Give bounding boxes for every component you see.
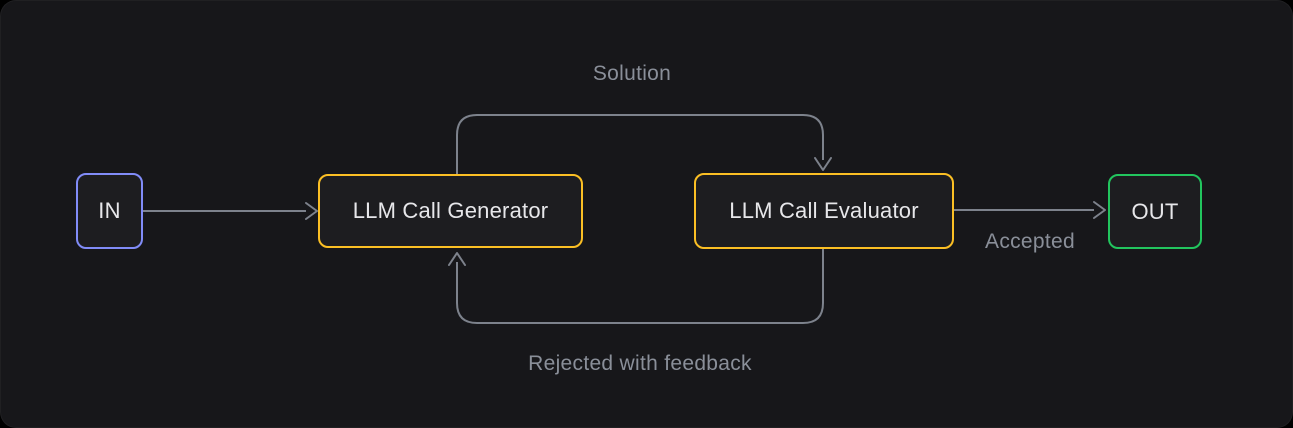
edge-label-solution: Solution: [592, 62, 672, 85]
node-evaluator-label: LLM Call Evaluator: [729, 198, 919, 223]
node-llm-call-generator: LLM Call Generator: [318, 174, 583, 248]
arrowhead-right-icon: [305, 202, 318, 220]
node-out-label: OUT: [1131, 198, 1179, 224]
edge-evaluator-to-generator: [456, 249, 824, 324]
node-in: IN: [76, 173, 143, 249]
node-llm-call-evaluator: LLM Call Evaluator: [694, 173, 954, 249]
node-out: OUT: [1108, 174, 1202, 249]
arrowhead-down-icon: [814, 157, 832, 171]
arrowhead-right-icon: [1093, 201, 1106, 219]
edge-generator-to-evaluator: [456, 114, 824, 174]
edge-label-accepted: Accepted: [985, 230, 1075, 253]
edge-label-rejected-with-feedback: Rejected with feedback: [528, 352, 752, 375]
arrowhead-up-icon: [448, 252, 466, 266]
node-generator-label: LLM Call Generator: [352, 198, 549, 223]
node-in-label: IN: [98, 198, 121, 223]
